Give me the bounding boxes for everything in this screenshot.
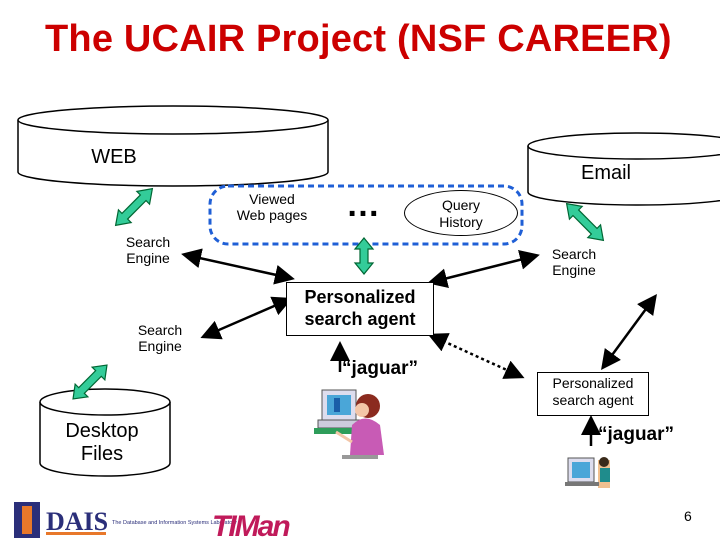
green-arrow-email-search	[565, 202, 605, 242]
web-label: WEB	[91, 146, 137, 168]
svg-text:TIMan: TIMan	[212, 510, 290, 540]
svg-text:The Database and Information S: The Database and Information Systems Lab…	[112, 520, 237, 526]
query-jaguar-center: “jaguar”	[342, 358, 419, 379]
query-jaguar-right: “jaguar”	[598, 424, 675, 445]
green-arrow-history-agent	[353, 237, 375, 275]
timan-logo: TIMan	[212, 510, 292, 540]
ellipsis-label: …	[346, 186, 380, 224]
arrow-agent-to-left-search	[181, 248, 295, 285]
slide-title: The UCAIR Project (NSF CAREER)	[45, 18, 672, 60]
green-arrows	[72, 187, 605, 400]
arrow-right-search-to-agent	[601, 293, 657, 371]
svg-text:DAIS: DAIS	[46, 507, 108, 536]
green-arrow-web-search	[114, 187, 154, 227]
dais-logo: DAIS The Database and Information System…	[14, 502, 237, 538]
connector-arrows	[181, 248, 657, 446]
email-label: Email	[580, 162, 631, 184]
green-arrow-desktop-search	[72, 364, 108, 400]
arrow-agent-to-bottom-search	[200, 296, 293, 340]
email-cylinder	[527, 132, 720, 206]
page-number: 6	[684, 508, 692, 524]
desktop-files-cylinder	[39, 388, 171, 477]
web-cylinder	[17, 105, 329, 187]
woman-computer-illustration	[314, 389, 384, 459]
man-computer-illustration	[565, 457, 610, 488]
arrow-agent-to-agent-dotted	[427, 333, 525, 379]
arrow-agent-to-right-search	[427, 249, 540, 289]
